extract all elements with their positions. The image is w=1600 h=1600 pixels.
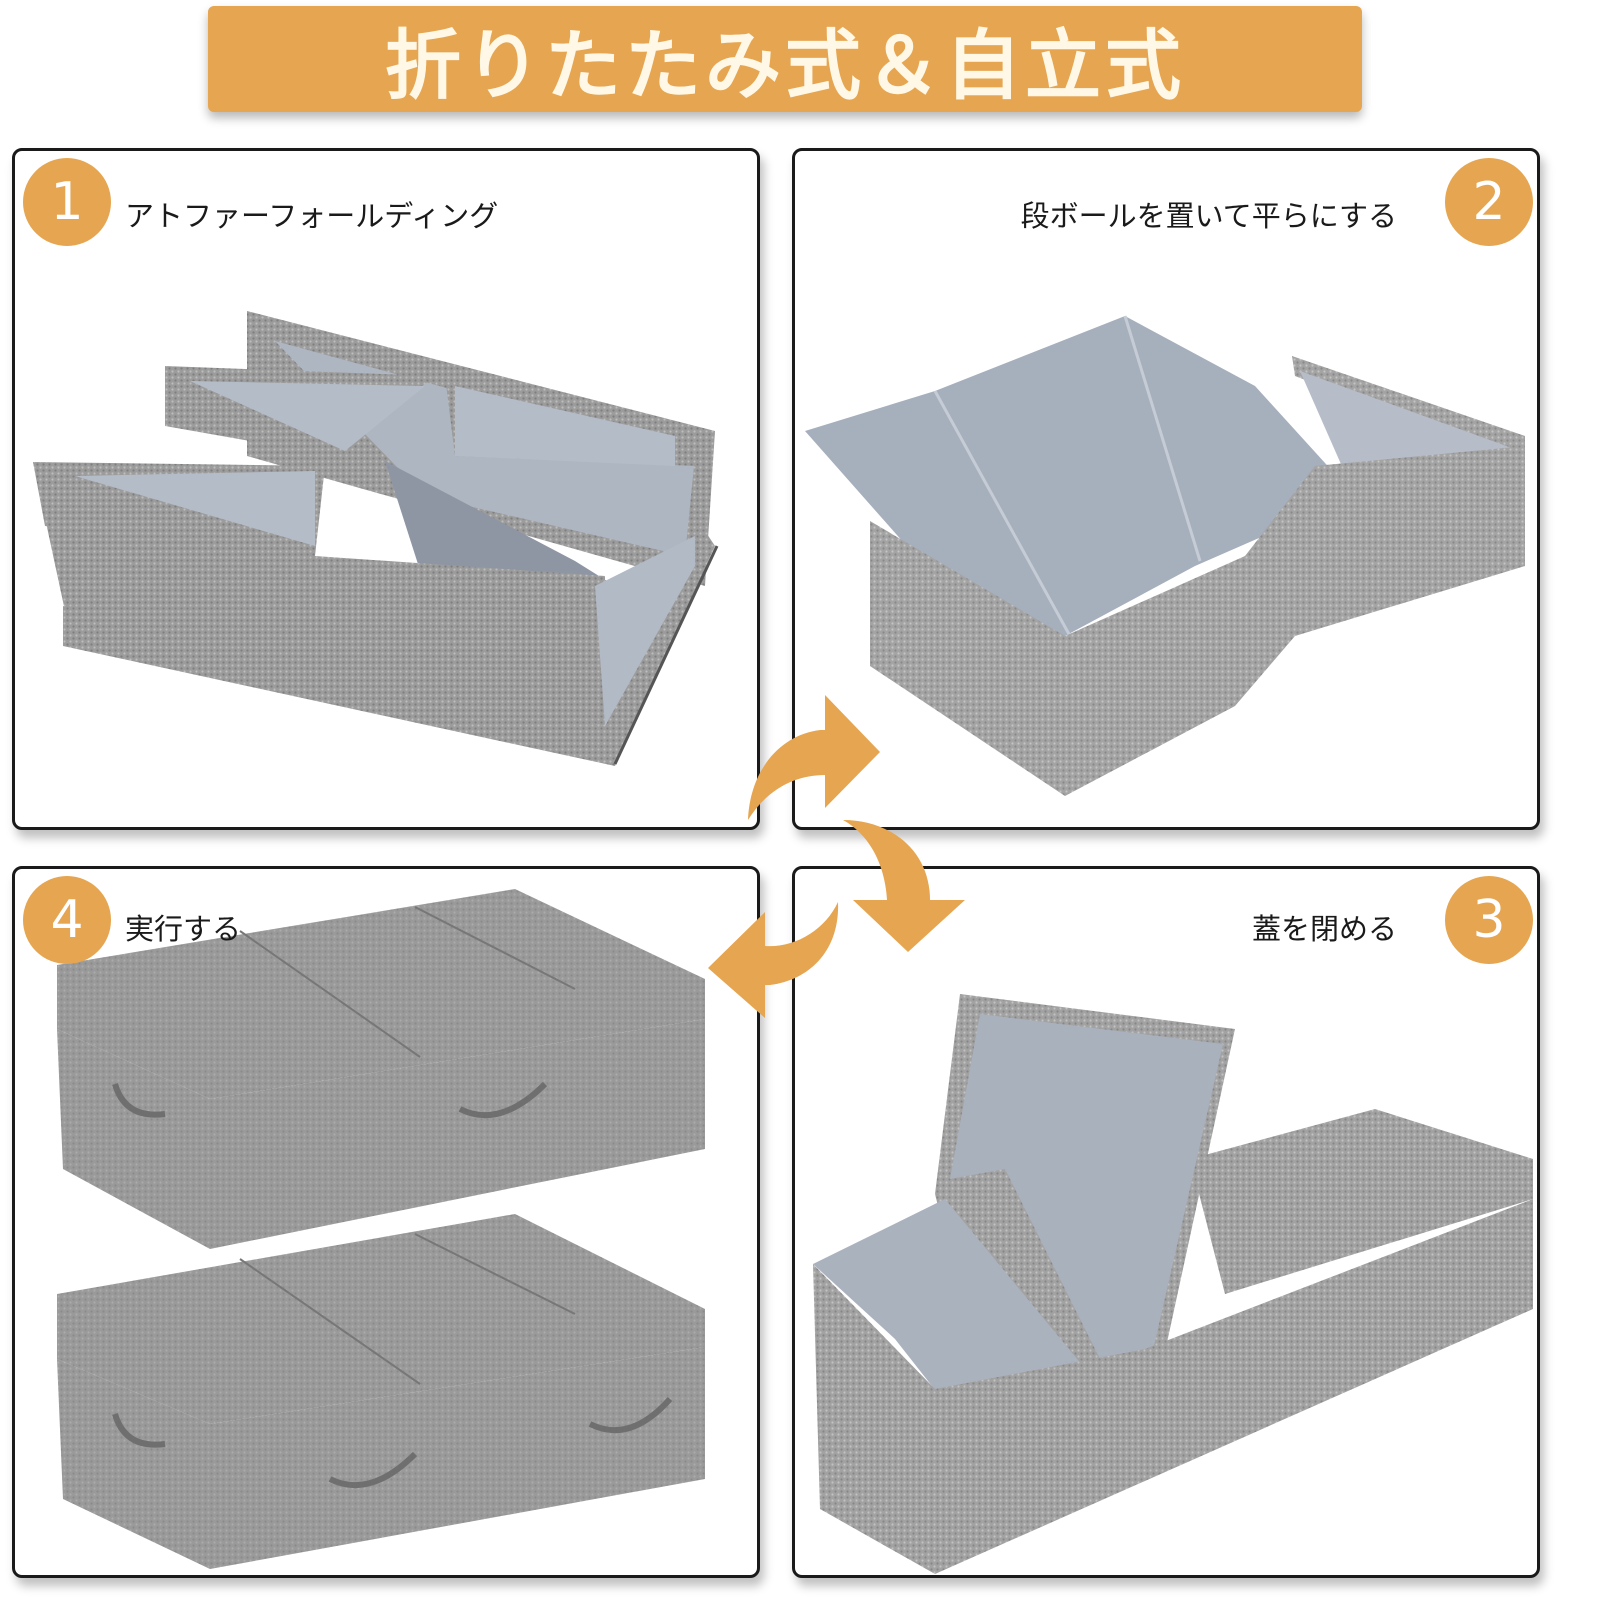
arrow-left-curved-icon	[708, 902, 839, 1018]
step-4-panel: 4 実行する	[12, 866, 760, 1578]
folded-storage-box-illustration	[33, 311, 719, 766]
banner-title: 折りたたみ式＆自立式	[385, 21, 1185, 110]
step-3-panel: 3 蓋を閉める	[792, 866, 1540, 1578]
step-caption: 実行する	[125, 912, 242, 946]
arrow-down-curved-icon	[843, 820, 965, 952]
flow-arrows	[708, 695, 965, 1018]
step-number-badge: 1	[23, 158, 111, 246]
step-2-panel: 2 段ボールを置いて平らにする	[792, 148, 1540, 830]
step-caption: 蓋を閉める	[1251, 912, 1397, 946]
arrow-right-curved-icon	[748, 695, 880, 820]
step-number-badge: 3	[1445, 876, 1533, 964]
step-number-badge: 4	[23, 876, 111, 964]
box-with-cardboard-insert-illustration	[805, 315, 1525, 796]
step-caption: アトファーフォールディング	[125, 199, 499, 233]
step-1-panel: 1 アトファーフォールディング	[12, 148, 760, 830]
two-closed-storage-boxes-illustration	[57, 889, 705, 1569]
box-with-open-lid-illustration	[813, 994, 1533, 1574]
title-banner: 折りたたみ式＆自立式	[208, 6, 1362, 112]
step-caption: 段ボールを置いて平らにする	[1020, 199, 1397, 233]
step-number-badge: 2	[1445, 158, 1533, 246]
